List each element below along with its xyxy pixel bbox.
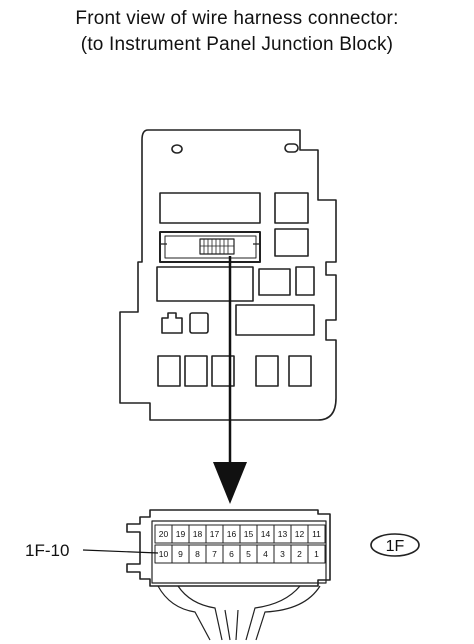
pin-label-4: 4 bbox=[263, 549, 268, 559]
pin-label-17: 17 bbox=[210, 529, 220, 539]
target-socket bbox=[159, 231, 261, 263]
diagram-title-line2: (to Instrument Panel Junction Block) bbox=[80, 34, 394, 55]
mount-hole-left bbox=[171, 144, 183, 154]
pin-label-1: 1 bbox=[314, 549, 319, 559]
callout-label: 1F-10 bbox=[25, 541, 69, 560]
mount-hole-right bbox=[284, 143, 299, 153]
recess-right-mid bbox=[274, 228, 309, 257]
pointer-arrow-head bbox=[213, 462, 247, 504]
fuse-slot-3 bbox=[211, 355, 235, 387]
recess-mid-right bbox=[295, 266, 315, 296]
pin-label-6: 6 bbox=[229, 549, 234, 559]
pin-label-20: 20 bbox=[159, 529, 169, 539]
junction-block-outline bbox=[119, 129, 337, 421]
recess-upper-large bbox=[159, 192, 261, 224]
pin-label-13: 13 bbox=[278, 529, 288, 539]
pin-label-15: 15 bbox=[244, 529, 254, 539]
recess-mid-small bbox=[258, 268, 291, 296]
relay-shape-left bbox=[161, 312, 183, 334]
diagram-title-line1: Front view of wire harness connector: bbox=[75, 8, 399, 29]
recess-lower-wide bbox=[235, 304, 315, 336]
socket-pin-area bbox=[199, 238, 235, 255]
pin-label-18: 18 bbox=[193, 529, 203, 539]
pin-label-9: 9 bbox=[178, 549, 183, 559]
pin-label-16: 16 bbox=[227, 529, 237, 539]
pin-label-7: 7 bbox=[212, 549, 217, 559]
recess-upper-small bbox=[274, 192, 309, 224]
callout-leader-line bbox=[82, 549, 159, 554]
fuse-slot-1 bbox=[157, 355, 181, 387]
pin-label-3: 3 bbox=[280, 549, 285, 559]
recess-mid-large bbox=[156, 266, 254, 302]
pin-label-10: 10 bbox=[159, 549, 169, 559]
pin-label-8: 8 bbox=[195, 549, 200, 559]
pin-label-12: 12 bbox=[295, 529, 305, 539]
connector-id-ellipse bbox=[370, 533, 420, 557]
relay-shape-right bbox=[189, 312, 209, 334]
pin-label-14: 14 bbox=[261, 529, 271, 539]
pin-label-19: 19 bbox=[176, 529, 186, 539]
harness-connector-body bbox=[126, 509, 331, 587]
connector-id-label: 1F bbox=[386, 538, 405, 555]
pin-label-2: 2 bbox=[297, 549, 302, 559]
fuse-slot-4 bbox=[255, 355, 279, 387]
fuse-slot-5 bbox=[288, 355, 312, 387]
pin-label-5: 5 bbox=[246, 549, 251, 559]
pin-label-11: 11 bbox=[312, 529, 321, 539]
fuse-slot-2 bbox=[184, 355, 208, 387]
